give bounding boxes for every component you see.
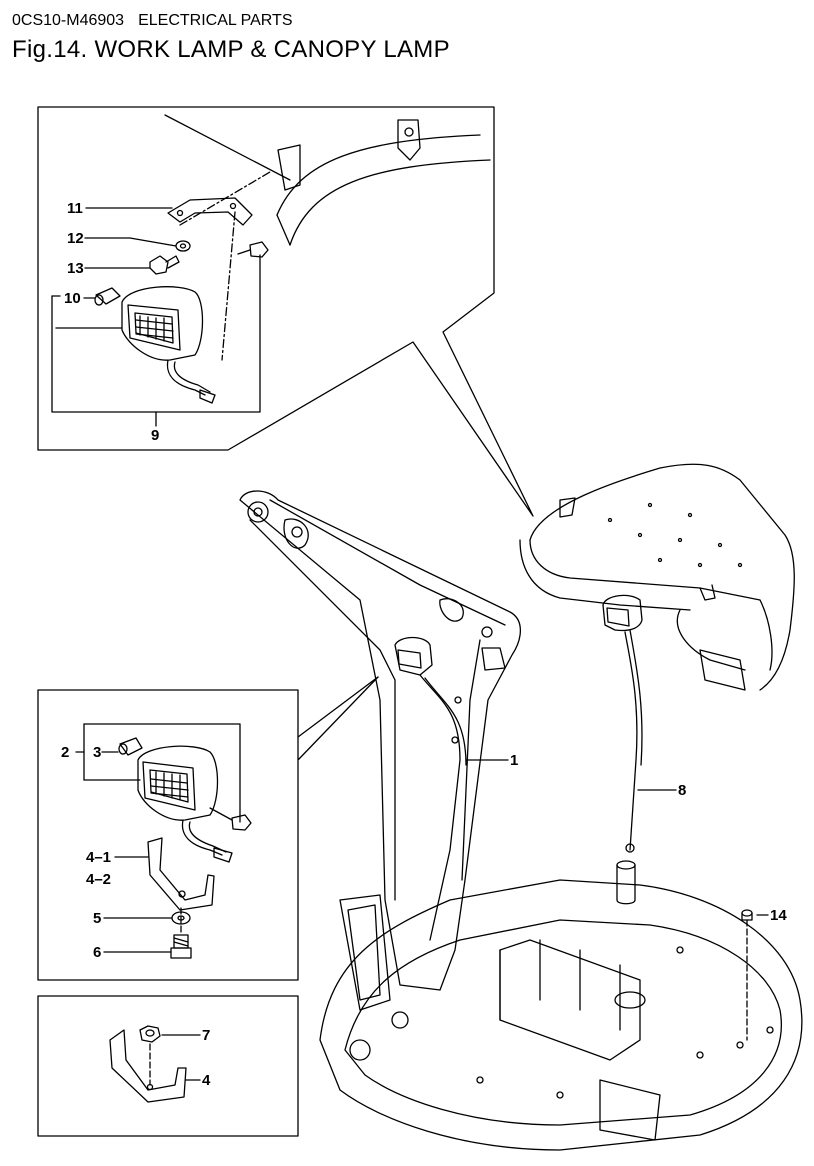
callout-6: 6 (93, 944, 101, 961)
canopy-frame (519, 463, 795, 691)
bracket-4-1 (147, 837, 215, 911)
base-frame (319, 879, 803, 1151)
washer-12 (175, 240, 191, 252)
callout-4-2: 4–2 (86, 871, 111, 888)
section-name: ELECTRICAL PARTS (138, 12, 293, 29)
bracket-11 (167, 197, 253, 226)
work-lamp-middle (137, 745, 252, 863)
callout-4-1: 4–1 (86, 849, 111, 866)
mounting-post (616, 860, 636, 905)
nut-7 (139, 1025, 161, 1043)
boom-work-lamp (394, 636, 467, 941)
callout-14: 14 (770, 907, 787, 924)
callout-9: 9 (151, 427, 159, 444)
callout-8: 8 (678, 782, 686, 799)
boom-arm (239, 490, 522, 991)
inset-box-work-lamp (37, 676, 379, 981)
plug-14 (741, 909, 753, 1041)
dashdot-axis (179, 171, 271, 226)
callout-12: 12 (67, 230, 84, 247)
bulb-10 (94, 287, 121, 306)
callout-5: 5 (93, 910, 101, 927)
work-lamp-9 (121, 286, 216, 404)
callout-1: 1 (510, 752, 518, 769)
callout-13: 13 (67, 260, 84, 277)
bolt-13 (149, 255, 180, 275)
figure-title: Fig.14. WORK LAMP & CANOPY LAMP (12, 36, 450, 63)
bolt-6 (170, 934, 192, 959)
callout-2: 2 (61, 744, 69, 761)
callout-3: 3 (93, 744, 101, 761)
callout-10: 10 (64, 290, 81, 307)
inset-box-canopy-lamp (37, 106, 534, 517)
canopy-lamp (602, 594, 643, 853)
bolt-bracket (237, 241, 269, 258)
part-code: 0CS10-M46903 (12, 12, 125, 29)
document-code: 0CS10-M46903 ELECTRICAL PARTS (12, 12, 307, 30)
canopy-frame-detail (164, 114, 491, 246)
callout-7: 7 (202, 1027, 210, 1044)
callout-11: 11 (67, 200, 83, 217)
inset-box-bracket (37, 995, 299, 1137)
callout-4: 4 (202, 1072, 211, 1089)
bulb-3 (118, 737, 143, 756)
